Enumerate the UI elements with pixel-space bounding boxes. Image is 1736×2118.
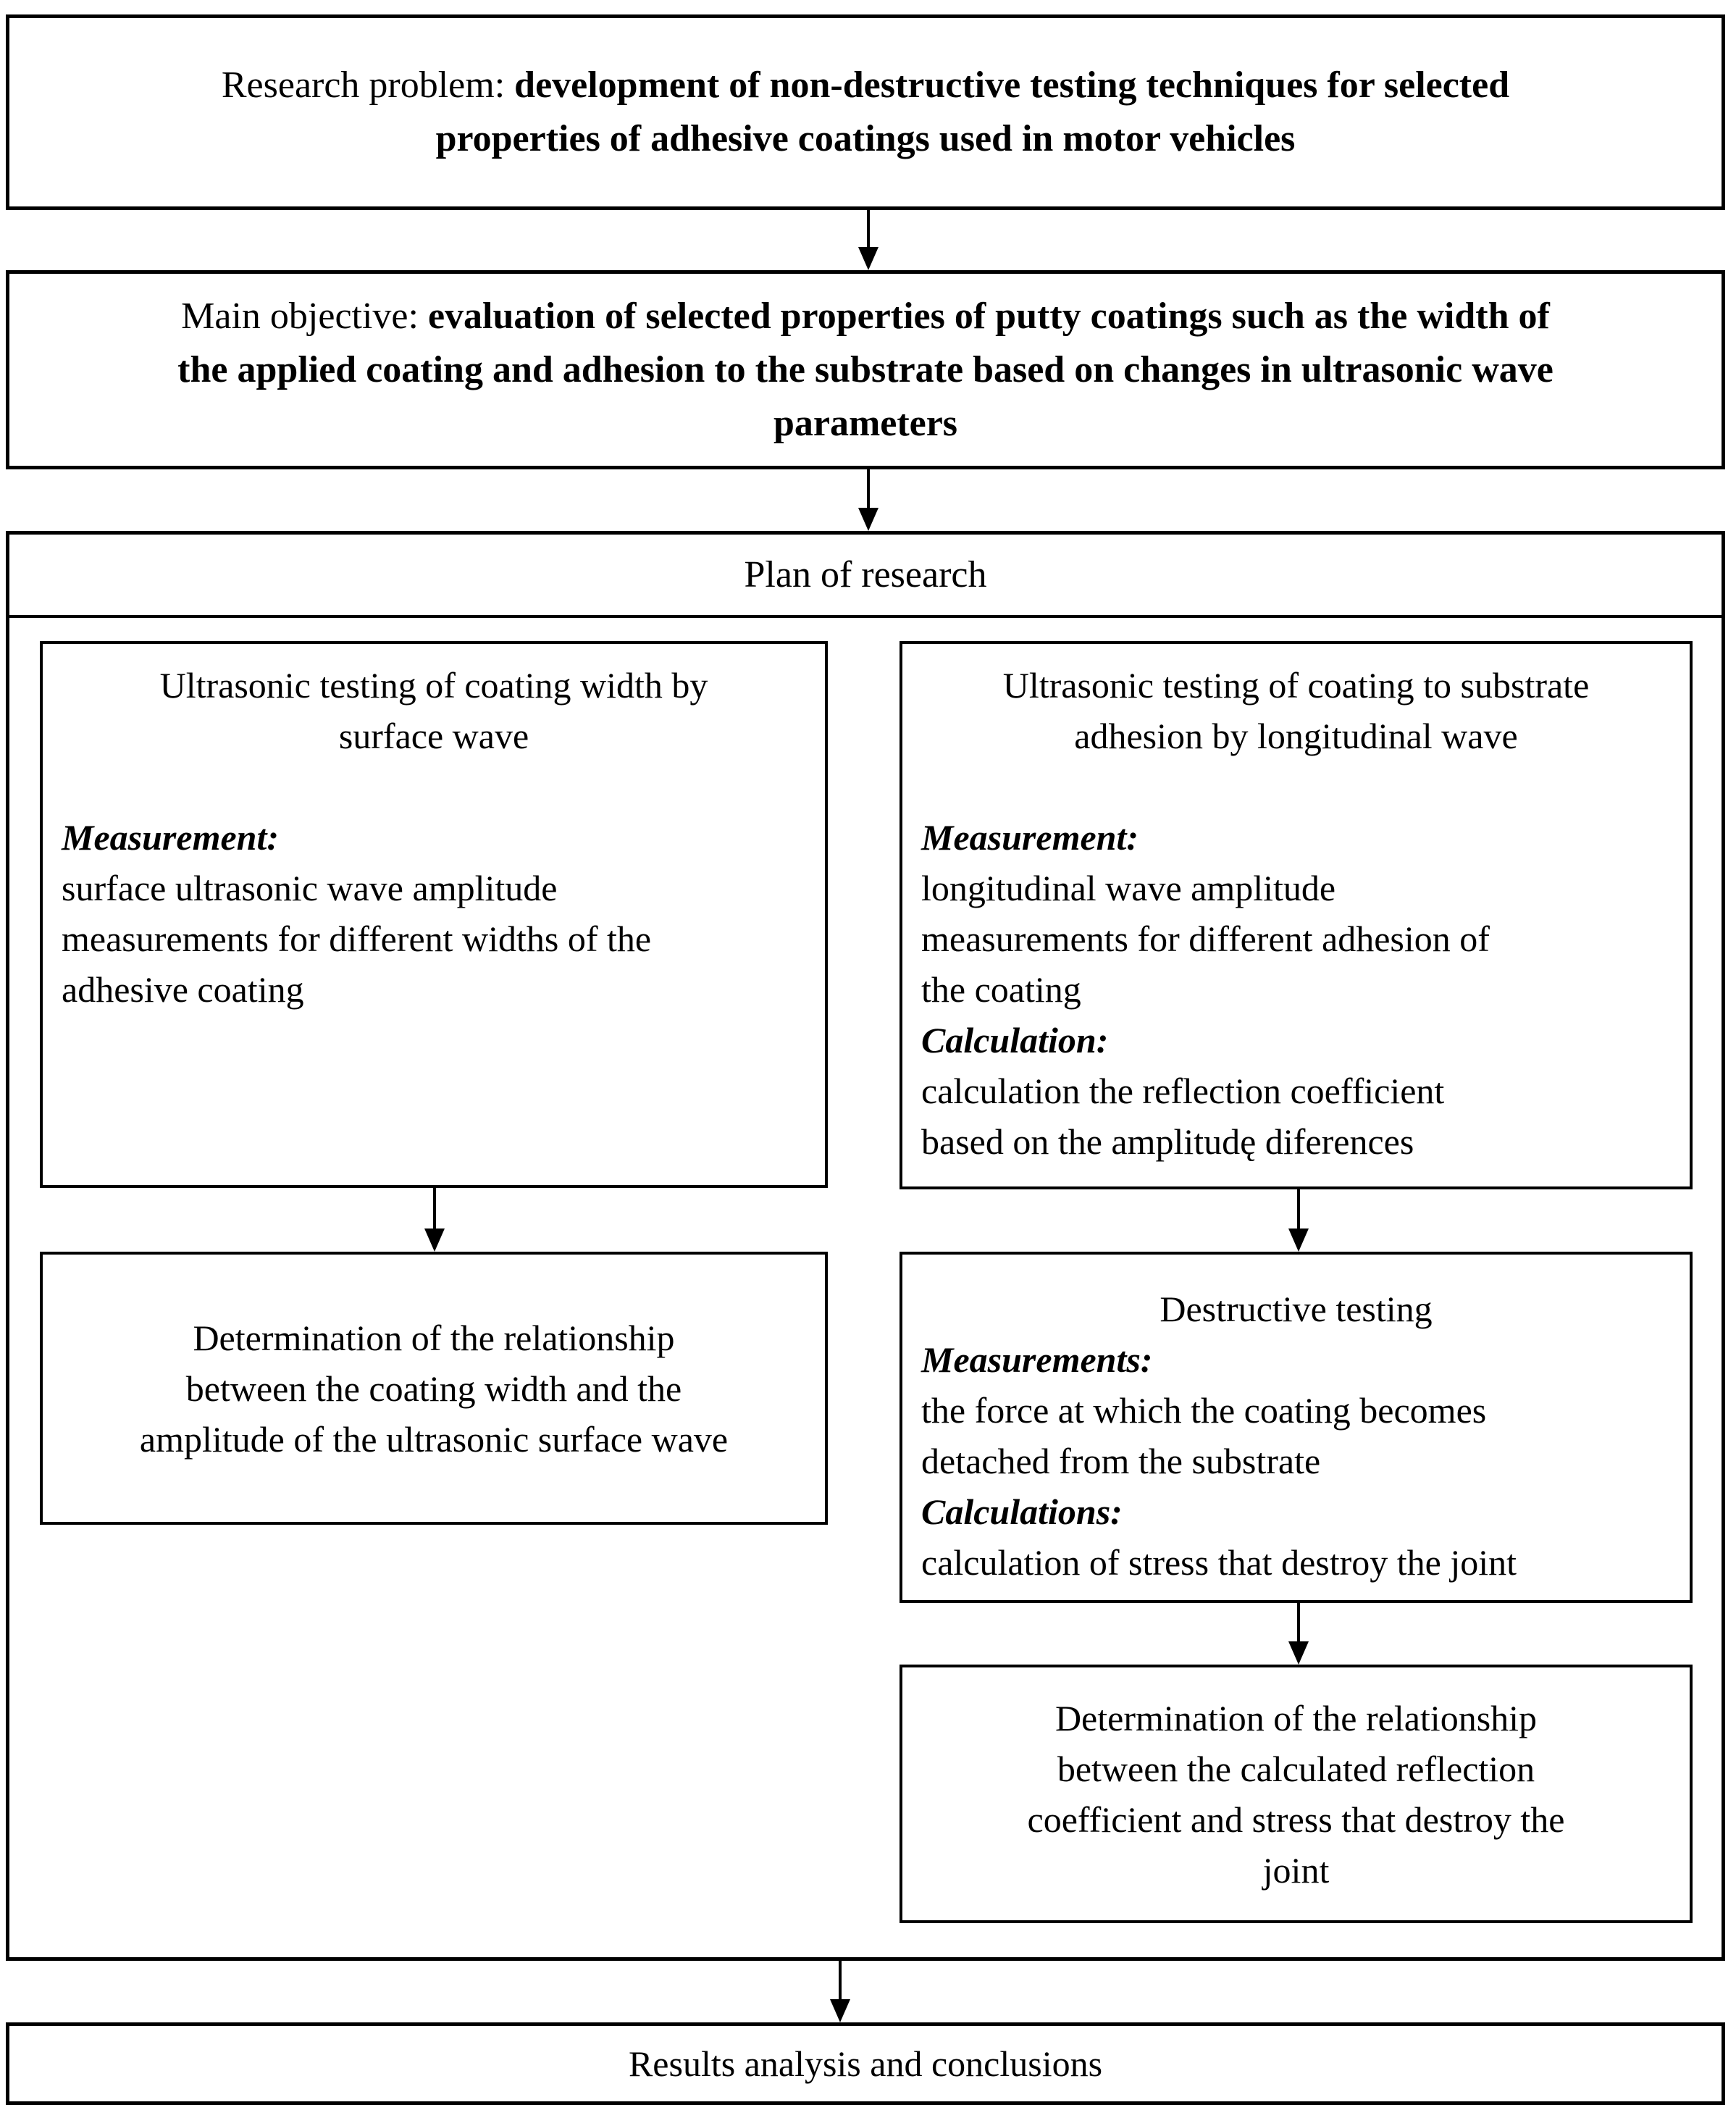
measurement-section: Measurement: longitudinal wave amplitude… <box>921 812 1671 1015</box>
arrow-plan-to-results <box>830 1961 850 2022</box>
measurements-label: Measurements: <box>921 1339 1153 1380</box>
ultrasonic-width-testing-box: Ultrasonic testing of coating width by s… <box>40 641 828 1188</box>
arrow-stem <box>839 1961 842 2004</box>
arrow-objective-to-plan <box>858 469 879 531</box>
arrow-stem <box>1297 1188 1300 1233</box>
arrow-stem <box>867 469 870 512</box>
results-conclusions-text: Results analysis and conclusions <box>628 2043 1103 2084</box>
reflection-relationship-text: Determination of the relationship betwee… <box>1027 1697 1565 1891</box>
measurements-text: the force at which the coating becomes d… <box>921 1390 1487 1481</box>
calculation-text: calculation the reflection coefficient b… <box>921 1071 1445 1162</box>
measurement-section: Measurement: surface ultrasonic wave amp… <box>62 812 806 1015</box>
measurement-text: longitudinal wave amplitude measurements… <box>921 868 1490 1010</box>
width-relationship-text: Determination of the relationship betwee… <box>139 1317 729 1460</box>
arrow-head-icon <box>1288 1228 1309 1252</box>
arrow-stem <box>1297 1603 1300 1646</box>
arrow-head-icon <box>424 1228 445 1252</box>
ultrasonic-adhesion-testing-title: Ultrasonic testing of coating to substra… <box>1002 665 1590 756</box>
calculations-text: calculation of stress that destroy the j… <box>921 1542 1517 1583</box>
arrow-head-icon <box>830 1999 850 2022</box>
ultrasonic-width-testing-title: Ultrasonic testing of coating width by s… <box>159 665 708 756</box>
measurement-text: surface ultrasonic wave amplitude measur… <box>62 868 652 1010</box>
plan-of-research-box: Plan of research Ultrasonic testing of c… <box>6 531 1725 1961</box>
research-problem-emphasis: development of non-destructive testing t… <box>435 64 1510 159</box>
arrow-destructive-to-determination <box>1288 1603 1309 1665</box>
arrow-head-icon <box>1288 1641 1309 1665</box>
width-relationship-box: Determination of the relationship betwee… <box>40 1252 828 1525</box>
arrow-head-icon <box>858 508 879 531</box>
calculation-section: Calculation: calculation the reflection … <box>921 1015 1671 1167</box>
measurement-label: Measurement: <box>62 817 279 858</box>
arrow-stem <box>867 210 870 251</box>
arrow-head-icon <box>858 247 879 270</box>
plan-of-research-title: Plan of research <box>744 553 987 595</box>
calculation-label: Calculation: <box>921 1020 1109 1060</box>
plan-of-research-header: Plan of research <box>9 535 1722 618</box>
main-objective-emphasis: evaluation of selected properties of put… <box>177 295 1553 444</box>
destructive-testing-box: Destructive testing Measurements: the fo… <box>900 1252 1693 1603</box>
research-problem-text: Research problem: development of non-des… <box>222 59 1509 166</box>
arrow-research-to-objective <box>858 210 879 270</box>
ultrasonic-adhesion-testing-box: Ultrasonic testing of coating to substra… <box>900 641 1693 1189</box>
measurement-label: Measurement: <box>921 817 1139 858</box>
measurements-section: Measurements: the force at which the coa… <box>921 1334 1671 1486</box>
main-objective-box: Main objective: evaluation of selected p… <box>6 270 1725 469</box>
main-objective-prefix: Main objective: <box>181 295 428 337</box>
reflection-relationship-box: Determination of the relationship betwee… <box>900 1665 1693 1923</box>
research-problem-prefix: Research problem: <box>221 64 515 106</box>
research-problem-box: Research problem: development of non-des… <box>6 14 1725 210</box>
results-conclusions-box: Results analysis and conclusions <box>6 2022 1725 2105</box>
arrow-width-testing-to-determination <box>424 1188 445 1252</box>
main-objective-text: Main objective: evaluation of selected p… <box>177 290 1553 451</box>
arrow-adhesion-testing-to-destructive <box>1288 1188 1309 1252</box>
calculations-section: Calculations: calculation of stress that… <box>921 1486 1671 1588</box>
calculations-label: Calculations: <box>921 1491 1123 1532</box>
arrow-stem <box>433 1188 436 1233</box>
destructive-testing-title: Destructive testing <box>1160 1289 1433 1329</box>
